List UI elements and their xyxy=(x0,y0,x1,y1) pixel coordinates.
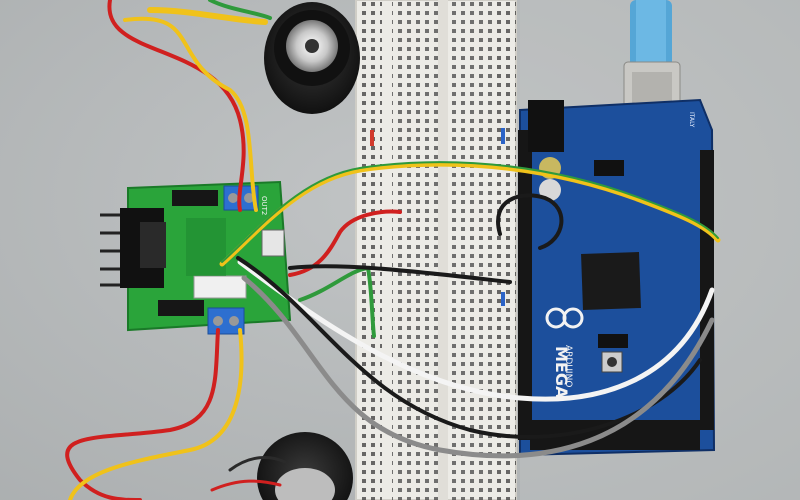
arduino-logo xyxy=(545,307,584,329)
terminal-label: OUT2 xyxy=(260,196,268,215)
wires xyxy=(65,0,721,500)
board-brand-text: ARDUINO xyxy=(563,345,573,387)
board-origin-text: ITALY xyxy=(688,112,695,128)
wheel-bottom xyxy=(257,432,353,500)
microcontroller-chip xyxy=(581,252,641,310)
motor-driver-board: OUT2 xyxy=(100,180,292,335)
wheel-top xyxy=(264,2,360,114)
arduino-mega-board: ARDUINO MEGA ITALY xyxy=(518,98,716,457)
board-model-text: MEGA xyxy=(552,346,571,399)
